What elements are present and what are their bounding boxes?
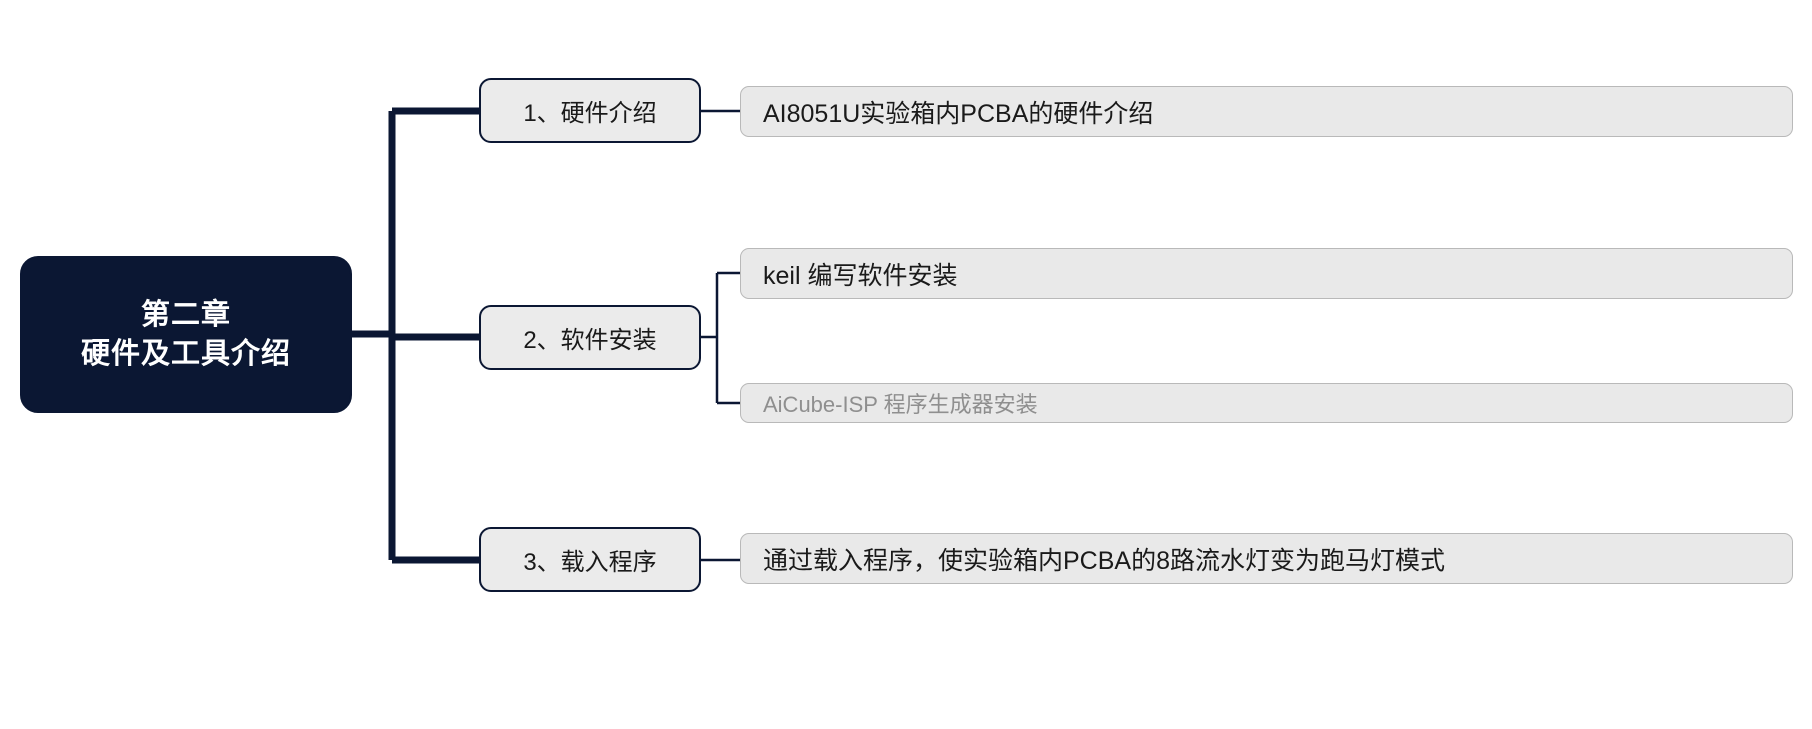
branch-node-hardware-intro[interactable]: 1、硬件介绍 xyxy=(479,78,701,143)
branch-node-load-program[interactable]: 3、载入程序 xyxy=(479,527,701,592)
root-node[interactable]: 第二章 硬件及工具介绍 xyxy=(20,256,352,413)
root-title-line-1: 第二章 xyxy=(140,298,231,331)
branch-label: 3、载入程序 xyxy=(523,549,657,576)
root-title-line-2: 硬件及工具介绍 xyxy=(80,337,291,370)
leaf-node-hardware-intro-detail[interactable]: AI8051U实验箱内PCBA的硬件介绍 xyxy=(740,86,1793,137)
leaf-node-aicube-isp-install[interactable]: AiCube-ISP 程序生成器安装 xyxy=(740,383,1793,423)
branch-node-software-install[interactable]: 2、软件安装 xyxy=(479,305,701,370)
leaf-label: AI8051U实验箱内PCBA的硬件介绍 xyxy=(763,99,1154,128)
leaf-node-keil-install[interactable]: keil 编写软件安装 xyxy=(740,248,1793,299)
leaf-label: keil 编写软件安装 xyxy=(763,261,958,290)
leaf-label: AiCube-ISP 程序生成器安装 xyxy=(763,392,1038,417)
leaf-node-load-program-detail[interactable]: 通过载入程序，使实验箱内PCBA的8路流水灯变为跑马灯模式 xyxy=(740,533,1793,584)
branch-label: 2、软件安装 xyxy=(523,327,657,354)
leaf-label: 通过载入程序，使实验箱内PCBA的8路流水灯变为跑马灯模式 xyxy=(763,546,1445,575)
branch-label: 1、硬件介绍 xyxy=(523,100,657,127)
